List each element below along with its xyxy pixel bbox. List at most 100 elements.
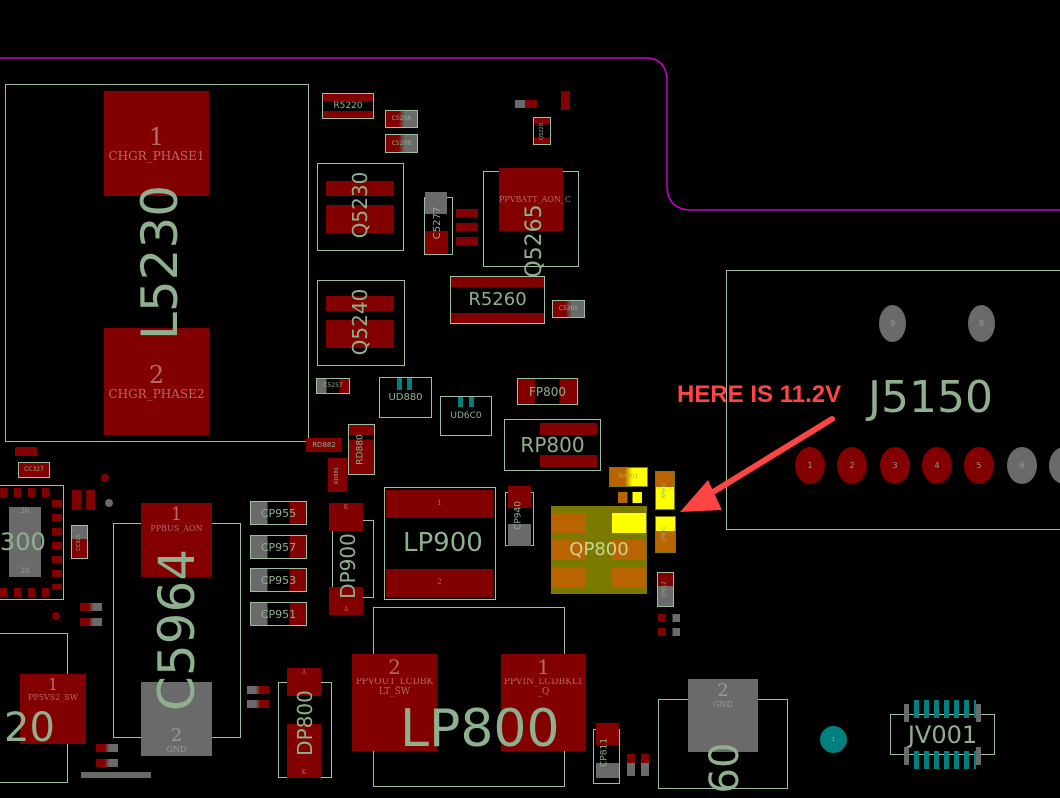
component-cc325[interactable]: CC325 [71,525,88,559]
pad [425,231,448,254]
component-cp953[interactable]: CP953 [250,568,307,592]
smd [247,686,269,694]
j5150-pin-1[interactable]: 1 [795,447,825,484]
pin-number: 2 [388,655,401,679]
ref-label: RD882 [312,440,336,449]
connector-pins-top [914,700,976,718]
component-cp955[interactable]: CP955 [250,501,307,525]
pad [540,423,597,435]
component-lp900[interactable] [384,487,496,600]
dp800-pad-k[interactable]: K [287,724,321,778]
pad [540,455,597,467]
j5150-pin-8[interactable]: 8 [968,305,995,342]
component-r5260[interactable]: R5260 [450,276,545,324]
pad [458,397,463,407]
pin-label: A [343,606,349,614]
smd [96,759,118,767]
ref-label: CP812 [662,581,668,598]
j5150-pin-6[interactable]: 6 [1007,447,1037,484]
smd [80,618,102,626]
pad [904,704,909,722]
smd [658,628,680,636]
component-c5265[interactable]: C5265 [552,300,585,318]
pad-row [0,488,50,497]
pad [469,397,474,407]
lp900-pad-1[interactable]: 1 [386,490,493,518]
pad [612,567,646,587]
component-l5230[interactable] [5,84,309,442]
q5265-pad[interactable]: PPVBATT_AON_C [499,168,571,231]
component-u300[interactable] [0,485,64,600]
component-rd881[interactable]: RD881 [328,458,347,492]
smd [627,754,635,776]
j5150-pin-5[interactable]: 5 [964,447,994,484]
pad [596,763,619,778]
component-c5257[interactable]: C5257 [316,378,350,394]
dp900-pad-a[interactable]: A [329,587,363,615]
component-ud6c0[interactable]: UD6C0 [440,396,492,436]
smd [247,700,269,708]
smd-highlighted [618,492,642,503]
pin-number: 28 [20,567,30,576]
component-rp802[interactable]: RP802 [655,471,675,510]
smd-pad [525,100,537,108]
component-rp800[interactable]: RP800 [504,419,601,471]
dp800-label: DP800 [293,690,317,756]
component-rd882[interactable]: RD882 [306,438,342,452]
smd [72,490,96,510]
net-name: PPBUS_AON [150,523,203,533]
component-j5150[interactable] [726,270,1060,530]
component-c520b[interactable]: C520B [385,134,418,153]
j5150-pin-2[interactable]: 2 [837,447,867,484]
component-cp801[interactable]: CP801 [655,516,676,553]
component-q5240[interactable] [317,280,405,366]
ref-label: JV001 [907,720,978,749]
j5150-pin-3[interactable]: 3 [880,447,910,484]
component-q5230[interactable] [317,163,404,251]
test-point[interactable]: 1 [820,726,847,753]
lp900-pad-2[interactable]: 2 [386,569,493,597]
component-r5220[interactable]: R5220 [322,93,374,119]
pad-row [0,588,50,597]
component-cp812[interactable]: CP812 [657,572,674,607]
component-ud880[interactable]: UD880 [379,377,432,418]
j5150-pin-7[interactable] [1049,447,1060,484]
net-name: GND [166,745,187,755]
pad [552,567,586,587]
dp900-pad-k[interactable]: K [329,503,363,531]
c5277-label: C5277 [432,206,443,240]
net-name: PPVOUT_LCDBKLT_SW [355,678,434,697]
dp900-label: DP900 [336,533,360,599]
pin-label: A [301,669,307,676]
cp940-label: CP940 [513,501,524,530]
component-rp801[interactable]: RP801 [609,467,648,487]
pin-number: 1 [47,675,59,694]
component-c520a[interactable]: C520A [385,110,418,128]
qp800-label: QP800 [569,539,629,560]
pin-number: 1 [170,504,183,525]
component-rd880[interactable]: RD880 [348,424,375,475]
pad [397,378,402,390]
pad-column [52,500,62,590]
j5150-pin-4[interactable]: 4 [922,447,952,484]
pad [552,513,586,533]
component-fp800[interactable]: FP800 [517,378,578,405]
component-q5220[interactable]: Q5220 [533,117,551,145]
dp800-pad-a[interactable]: A [287,668,321,696]
component-cp951[interactable]: CP951 [250,602,307,626]
component-cp957[interactable]: CP957 [250,535,307,559]
ref-label: C520B [391,139,412,147]
component-cc327[interactable]: CC327 [18,462,50,478]
j5150-pin-9[interactable]: 9 [879,305,906,342]
c60-label: 60 [702,742,748,794]
pin-number: 1 [437,499,442,508]
